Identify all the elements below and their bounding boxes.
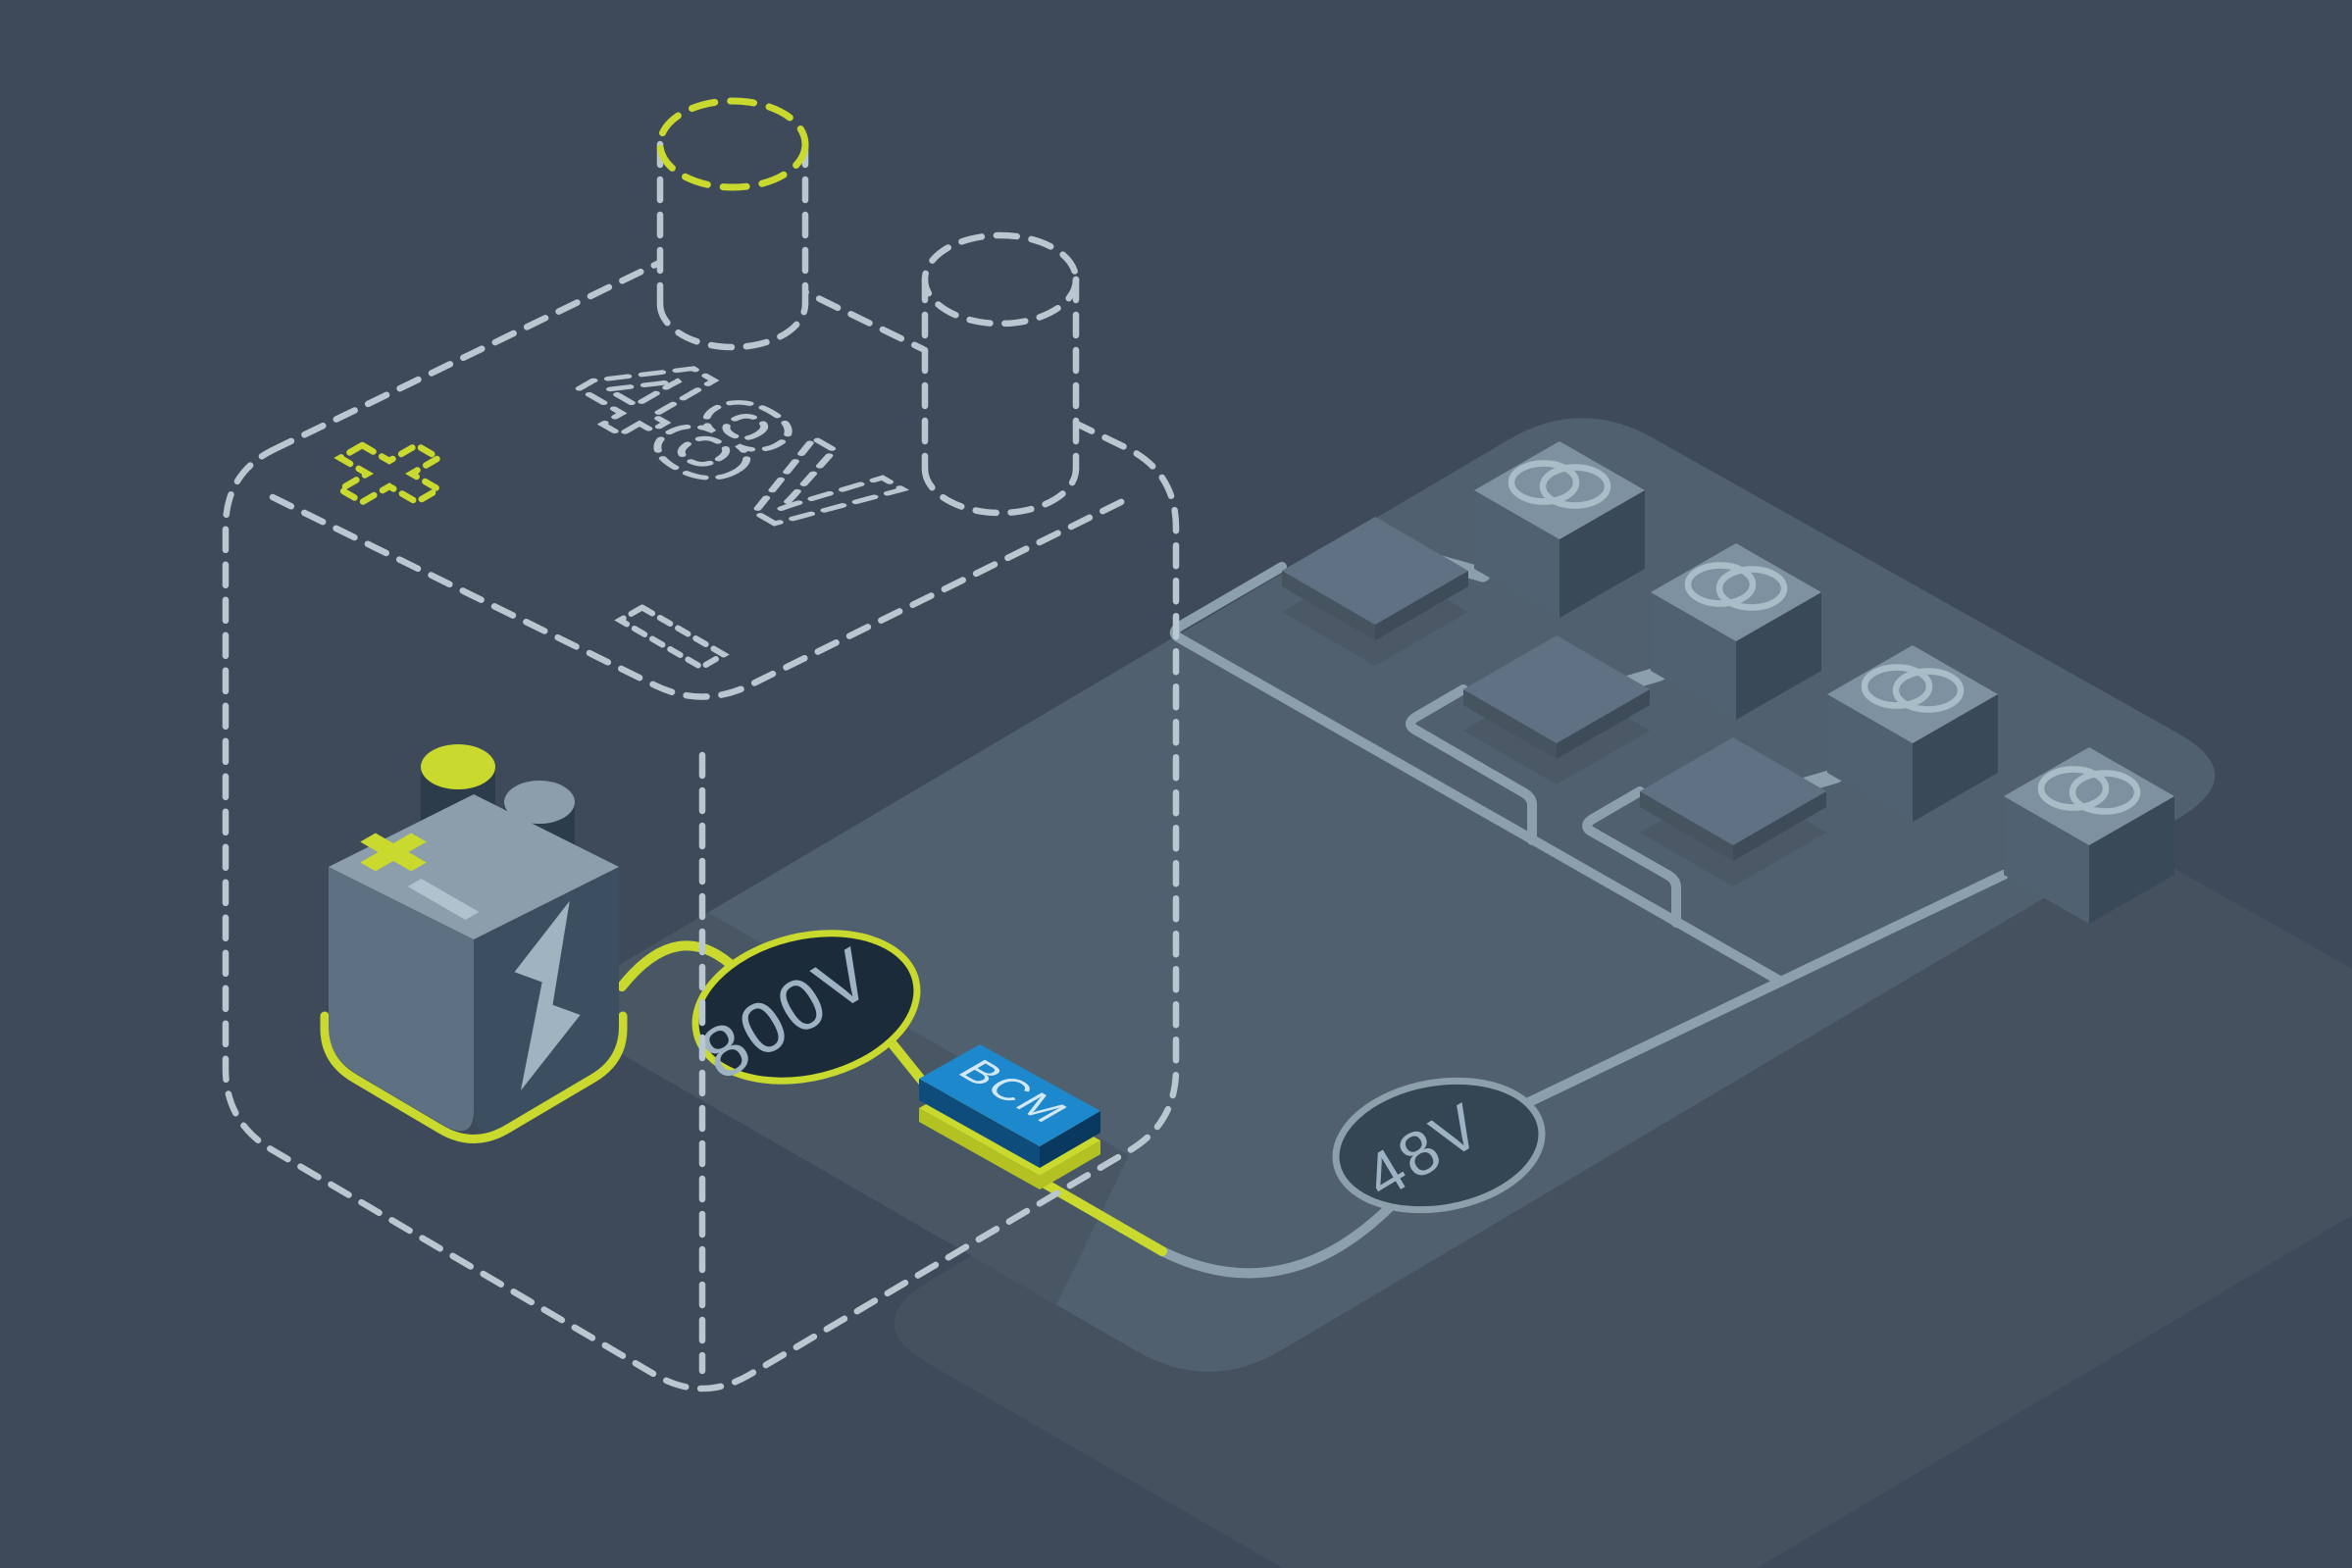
slab2-drop-wire — [1406, 684, 1537, 845]
battery-top-face — [329, 794, 619, 939]
lv-trunk-wire — [1434, 870, 2009, 1150]
bcm-right-face — [1040, 1111, 1100, 1168]
plus-icon — [360, 833, 427, 872]
lv-left-wire — [1157, 1166, 1429, 1279]
bcm-top-face — [919, 1044, 1100, 1146]
dashed-battery-outline — [222, 250, 1180, 1392]
minus-icon — [407, 879, 480, 920]
dashed-battery-top-edges — [269, 493, 1133, 700]
bcm-base-plate-side — [919, 1108, 1100, 1189]
lv-badge: 48V — [1332, 1077, 1546, 1214]
bcm-module: BCM — [919, 1044, 1100, 1189]
slab3-drop-wire — [1582, 786, 1681, 928]
solid-battery — [320, 744, 628, 1143]
battery-base-rim — [320, 1011, 628, 1143]
battery-to-hv-wire — [617, 940, 741, 991]
battery-terminal-icon — [656, 97, 809, 351]
battery-left-face — [329, 867, 474, 1132]
plus-icon — [333, 441, 445, 506]
bcm-left-face — [919, 1079, 1040, 1168]
lightning-bolt-icon — [514, 900, 581, 1090]
minus-icon — [614, 604, 730, 671]
bcm-out-wire — [1037, 1177, 1167, 1256]
battery-terminal-icon — [921, 231, 1080, 517]
